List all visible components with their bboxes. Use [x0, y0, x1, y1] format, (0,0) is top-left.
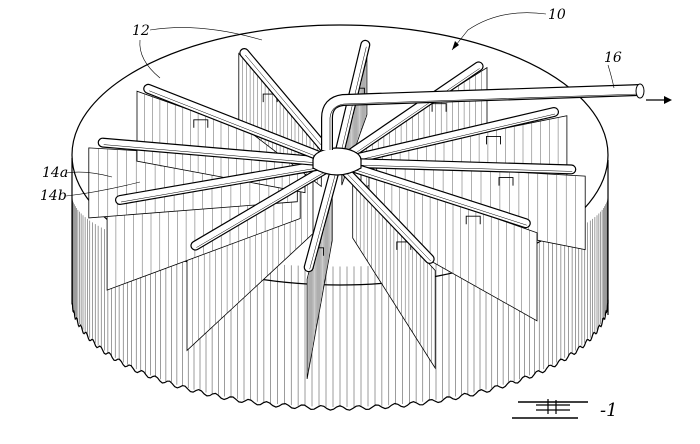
radial-arm [340, 166, 435, 264]
ref-label-14b: 14b [40, 188, 67, 204]
filter-panel [306, 180, 333, 379]
radial-arm [115, 160, 322, 205]
radial-arm [352, 107, 559, 164]
central-hub [312, 147, 362, 176]
radial-arm [239, 48, 334, 158]
radial-arm [97, 137, 321, 166]
figure-label: -1 [512, 399, 618, 421]
outlet-pipe [321, 83, 672, 150]
figure-label-text: -1 [600, 400, 618, 421]
filter-panel [352, 178, 436, 370]
panel-array [88, 44, 586, 379]
ref-label-12: 12 [132, 23, 150, 39]
ref-label-14a: 14a [42, 165, 68, 181]
radial-arm [190, 165, 329, 251]
ref-label-10: 10 [548, 7, 566, 23]
radial-arm [303, 166, 340, 273]
radial-arm [143, 83, 325, 161]
radial-arm [353, 158, 577, 175]
ref-label-16: 16 [604, 50, 622, 66]
reference-labels: 10 12 16 14a 14b -1 [40, 7, 622, 421]
radial-arm [345, 61, 484, 159]
radial-arm [349, 163, 531, 229]
